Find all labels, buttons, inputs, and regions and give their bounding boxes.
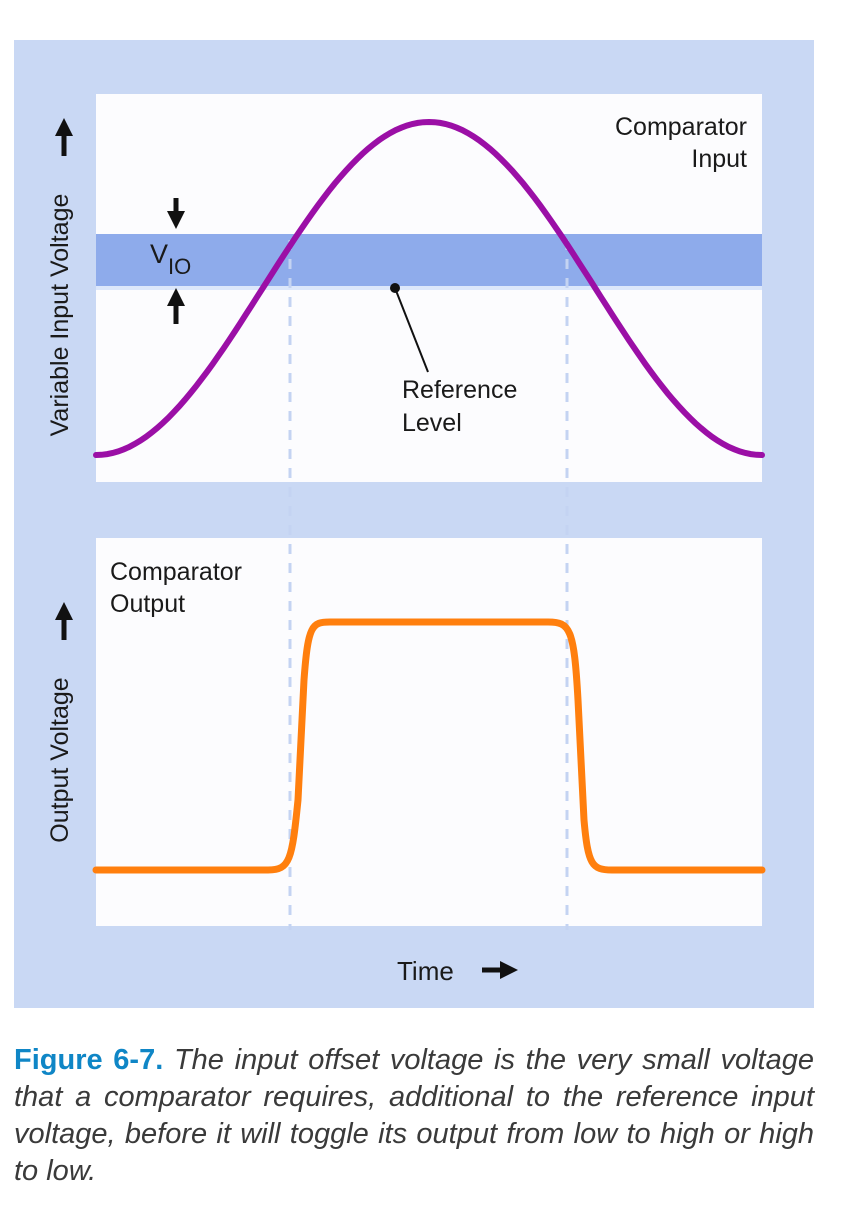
reference-label-line1: Reference	[402, 376, 517, 404]
vio-up-arrow-icon	[167, 288, 185, 324]
caption-label: Figure 6-7.	[14, 1044, 164, 1076]
input-curve-label-line1: Comparator	[615, 113, 747, 141]
x-axis-right-arrow-icon	[482, 961, 518, 979]
output-curve-label-line2: Output	[110, 590, 185, 618]
vio-label-sub: IO	[168, 254, 191, 279]
vio-down-arrow-icon	[167, 198, 185, 229]
top-y-axis-up-arrow-icon	[55, 118, 73, 156]
bottom-y-axis-label: Output Voltage	[46, 677, 74, 842]
bottom-panel	[96, 538, 762, 926]
top-y-axis-label: Variable Input Voltage	[46, 194, 74, 437]
x-axis-label: Time	[397, 956, 454, 986]
bottom-y-axis-up-arrow-icon	[55, 602, 73, 640]
comparator-input-curve	[93, 118, 765, 458]
reference-level-leader	[394, 287, 429, 373]
comparator-offset-diagram: Variable Input Voltage Output Voltage Co…	[14, 40, 814, 1008]
vio-label-main: V	[150, 239, 168, 269]
input-curve-label-line2: Input	[691, 145, 747, 173]
output-curve-label-line1: Comparator	[110, 558, 242, 586]
figure-caption: Figure 6-7. The input offset voltage is …	[14, 1042, 814, 1190]
offset-voltage-band	[96, 234, 762, 286]
reference-label-line2: Level	[402, 409, 462, 437]
caption-text: The input offset voltage is the very sma…	[14, 1044, 814, 1187]
comparator-output-curve	[92, 618, 766, 874]
